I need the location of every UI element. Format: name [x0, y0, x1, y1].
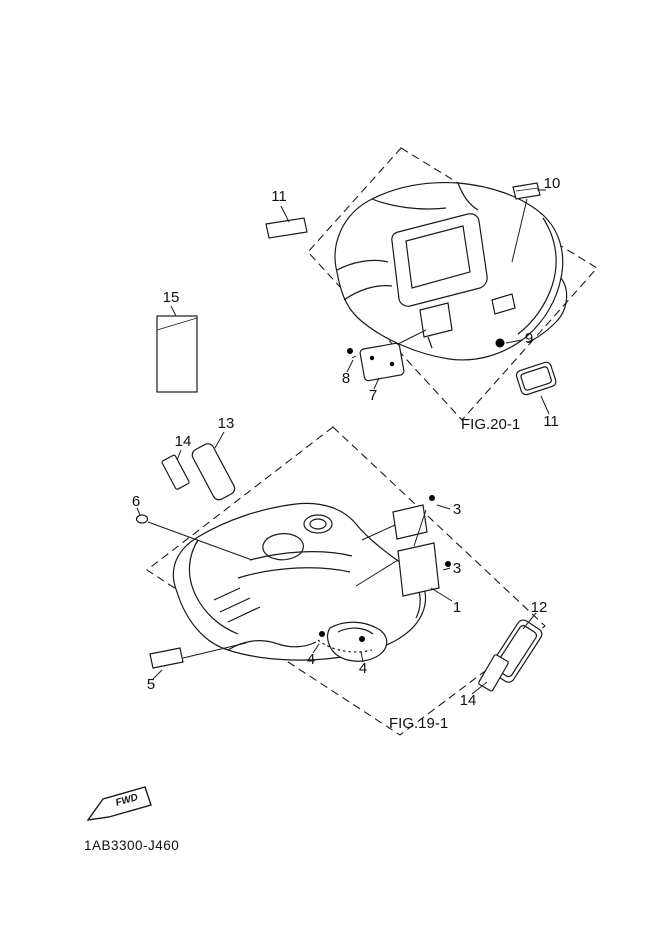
figure-label-19-1: FIG.19-1 — [389, 715, 448, 732]
figure-label-20-1: FIG.20-1 — [461, 416, 520, 433]
callout-11a: 11 — [271, 188, 287, 205]
sticker-15 — [156, 315, 198, 393]
screw-icon-4b — [359, 636, 365, 642]
sticker-14b — [478, 654, 509, 692]
sticker-13 — [191, 443, 236, 501]
callout-3a: 3 — [453, 501, 461, 518]
sticker-11b — [515, 361, 557, 396]
rear-fender-figure — [334, 182, 568, 361]
callouts: 11 10 15 9 8 7 11 13 14 6 3 3 1 12 4 4 5… — [132, 175, 561, 709]
screw-icon-3a — [429, 495, 435, 501]
plate-small-upper — [392, 504, 428, 540]
sticker-14a — [161, 454, 190, 490]
callout-4b: 4 — [359, 660, 367, 677]
leader-lines — [136, 189, 550, 695]
fwd-marker: FWD — [86, 786, 152, 821]
screw-icon-4a — [319, 631, 325, 637]
callout-14b: 14 — [460, 692, 477, 709]
plate-part-1 — [397, 542, 440, 597]
boundary-fig19 — [146, 426, 546, 736]
callout-8: 8 — [342, 370, 350, 387]
boundary-fig20 — [307, 147, 598, 421]
sticker-10 — [512, 182, 541, 200]
callout-6: 6 — [132, 493, 140, 510]
callout-11b: 11 — [543, 413, 559, 430]
callout-12: 12 — [531, 599, 548, 616]
grommet-icon-6 — [135, 514, 149, 524]
callout-1: 1 — [453, 599, 461, 616]
callout-5: 5 — [147, 676, 155, 693]
sticker-5 — [149, 647, 184, 669]
callout-10: 10 — [544, 175, 561, 192]
bolt-icon-9 — [495, 338, 505, 348]
plate-part-7 — [359, 342, 405, 382]
callout-3b: 3 — [453, 560, 461, 577]
front-fender-figure — [172, 502, 427, 662]
callout-15: 15 — [163, 289, 180, 306]
sticker-11a — [265, 217, 308, 239]
callout-14a: 14 — [175, 433, 192, 450]
callout-9: 9 — [525, 330, 533, 347]
callout-13: 13 — [218, 415, 235, 432]
screw-icon-8 — [347, 348, 357, 359]
callout-4a: 4 — [307, 651, 315, 668]
part-number: 1AB3300-J460 — [84, 838, 179, 853]
screw-icon-3b — [445, 561, 451, 567]
callout-7: 7 — [369, 387, 377, 404]
